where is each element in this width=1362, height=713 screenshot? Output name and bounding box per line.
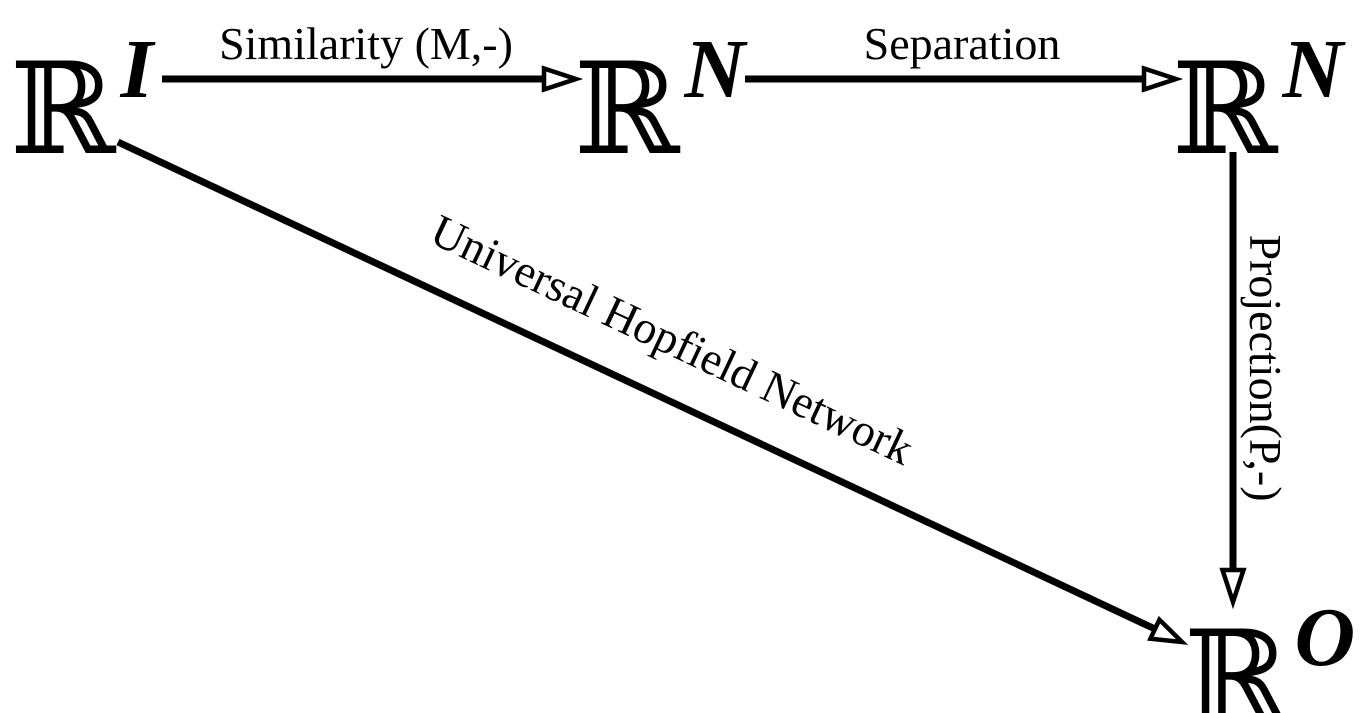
separation-arrow-label: Separation bbox=[863, 18, 1061, 69]
node-r-output-base: ℝ bbox=[1184, 603, 1290, 713]
node-r-output-superscript: O bbox=[1294, 591, 1356, 684]
node-r-output: ℝO bbox=[1184, 596, 1355, 713]
node-r-input: ℝI bbox=[10, 28, 153, 173]
separation-arrow bbox=[745, 65, 1184, 93]
projection-arrow bbox=[1219, 152, 1247, 610]
separation-arrowhead-icon bbox=[1141, 65, 1184, 93]
universal-hopfield-network-arrow-line bbox=[116, 138, 1157, 633]
projection-arrowhead-icon bbox=[1219, 567, 1247, 610]
node-r-separation-base: ℝ bbox=[1172, 35, 1278, 183]
node-r-input-superscript: I bbox=[120, 23, 154, 116]
similarity-arrow bbox=[162, 65, 584, 93]
node-r-similarity-base: ℝ bbox=[574, 35, 680, 183]
node-r-similarity-superscript: N bbox=[684, 23, 746, 116]
universal-hopfield-network-arrow bbox=[116, 138, 1189, 645]
similarity-arrowhead-icon bbox=[541, 65, 584, 93]
node-r-similarity: ℝN bbox=[574, 28, 745, 173]
node-r-separation: ℝN bbox=[1172, 28, 1343, 173]
node-r-separation-superscript: N bbox=[1282, 23, 1344, 116]
universal-hopfield-network-arrowhead-icon bbox=[1147, 615, 1189, 645]
projection-arrow-label: Projection(P,-) bbox=[1240, 234, 1291, 502]
node-r-input-base: ℝ bbox=[10, 35, 116, 183]
similarity-arrow-label: Similarity (M,-) bbox=[219, 18, 513, 69]
